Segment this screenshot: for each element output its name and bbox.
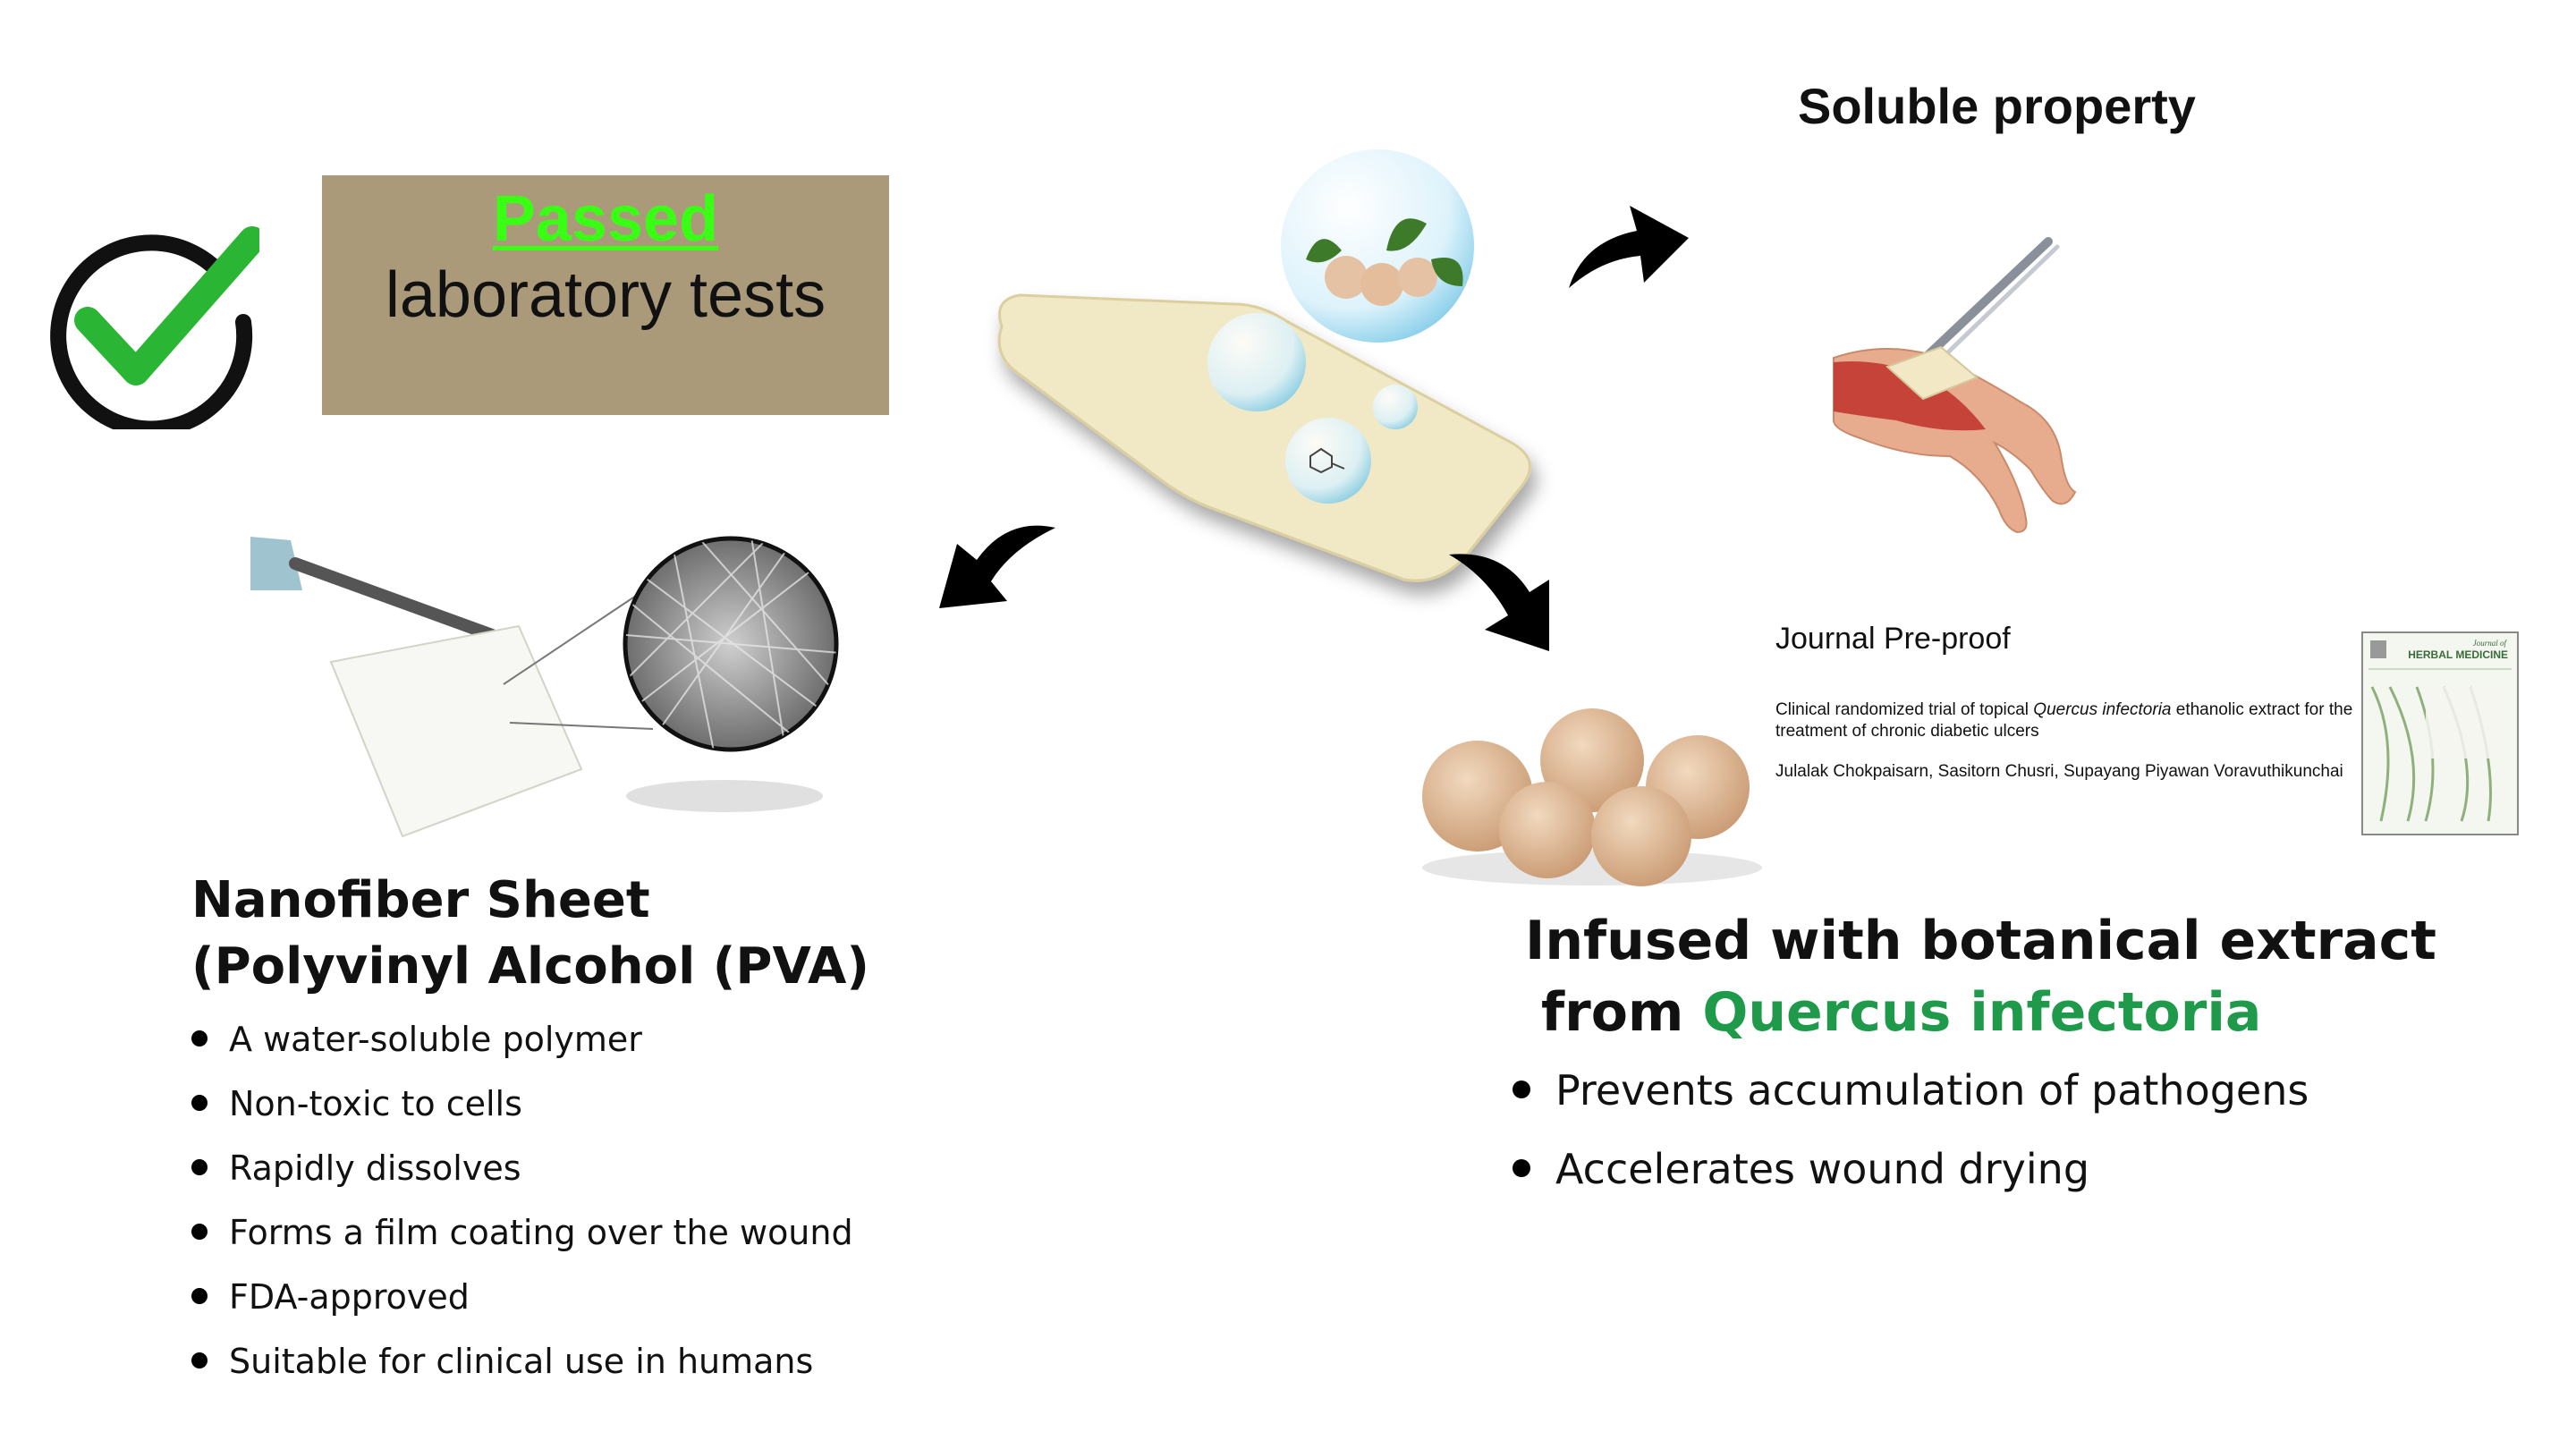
passed-label: Passed: [492, 183, 719, 255]
check-icon: [50, 226, 259, 429]
gall-nut-icon: [1422, 708, 1762, 886]
list-item: FDA-approved: [188, 1270, 853, 1335]
species-name: Quercus infectoria: [1702, 981, 2262, 1044]
journal-citation: Journal Pre-proof Clinical randomized tr…: [1775, 622, 2366, 783]
list-item: Rapidly dissolves: [188, 1141, 853, 1206]
arrow-icon: [1449, 554, 1549, 651]
arrow-icon: [939, 525, 1055, 608]
nanofiber-sheet-illustration: [250, 536, 839, 838]
nanofiber-title-line2: (Polyvinyl Alcohol (PVA): [191, 937, 869, 996]
list-item: Prevents accumulation of pathogens: [1507, 1059, 2309, 1138]
article-title-species: Quercus infectoria: [2033, 700, 2172, 719]
nanofiber-title: Nanofiber Sheet (Polyvinyl Alcohol (PVA): [191, 868, 869, 1000]
cover-line-2: HERBAL MEDICINE: [2408, 648, 2508, 661]
journal-authors: Julalak Chokpaisarn, Sasitorn Chusri, Su…: [1775, 761, 2343, 781]
soluble-property-title: Soluble property: [1798, 78, 2196, 134]
journal-name: Journal Pre-proof: [1775, 622, 2011, 656]
list-item: Accelerates wound drying: [1507, 1138, 2309, 1216]
pva-sheet: [329, 624, 583, 838]
cover-line-1: Journal of: [2473, 639, 2508, 648]
journal-cover-image: Journal of HERBAL MEDICINE: [2361, 631, 2519, 835]
botanical-title-line2: from Quercus infectoria: [1525, 977, 2436, 1048]
botanical-title-line1: Infused with botanical extract: [1525, 910, 2436, 972]
botanical-title: Infused with botanical extract from Quer…: [1525, 905, 2436, 1048]
nanofiber-bullet-list: A water-soluble polymer Non-toxic to cel…: [188, 1013, 853, 1399]
list-item: Non-toxic to cells: [188, 1077, 853, 1141]
bubble-icon: [1281, 149, 1474, 343]
hand-icon: [1833, 237, 2077, 534]
laboratory-tests-label: laboratory tests: [385, 259, 826, 332]
list-item: Forms a film coating over the wound: [188, 1206, 853, 1270]
journal-article-title: Clinical randomized trial of topical Que…: [1775, 699, 2366, 743]
botanical-title-prefix: from: [1541, 981, 1703, 1044]
wound-patch-illustration: [997, 149, 1531, 582]
magnifier-icon: [623, 536, 839, 752]
list-item: Suitable for clinical use in humans: [188, 1335, 853, 1399]
list-item: A water-soluble polymer: [188, 1013, 853, 1077]
article-title-part: Clinical randomized trial of topical: [1775, 700, 2034, 719]
article-title-part: ethanolic extract for the treatment of c…: [1775, 700, 2353, 741]
botanical-bullet-list: Prevents accumulation of pathogens Accel…: [1507, 1059, 2309, 1216]
nanofiber-title-line1: Nanofiber Sheet: [191, 871, 650, 929]
arrow-icon: [1569, 206, 1689, 288]
passed-tests-box: Passed laboratory tests: [322, 175, 889, 415]
